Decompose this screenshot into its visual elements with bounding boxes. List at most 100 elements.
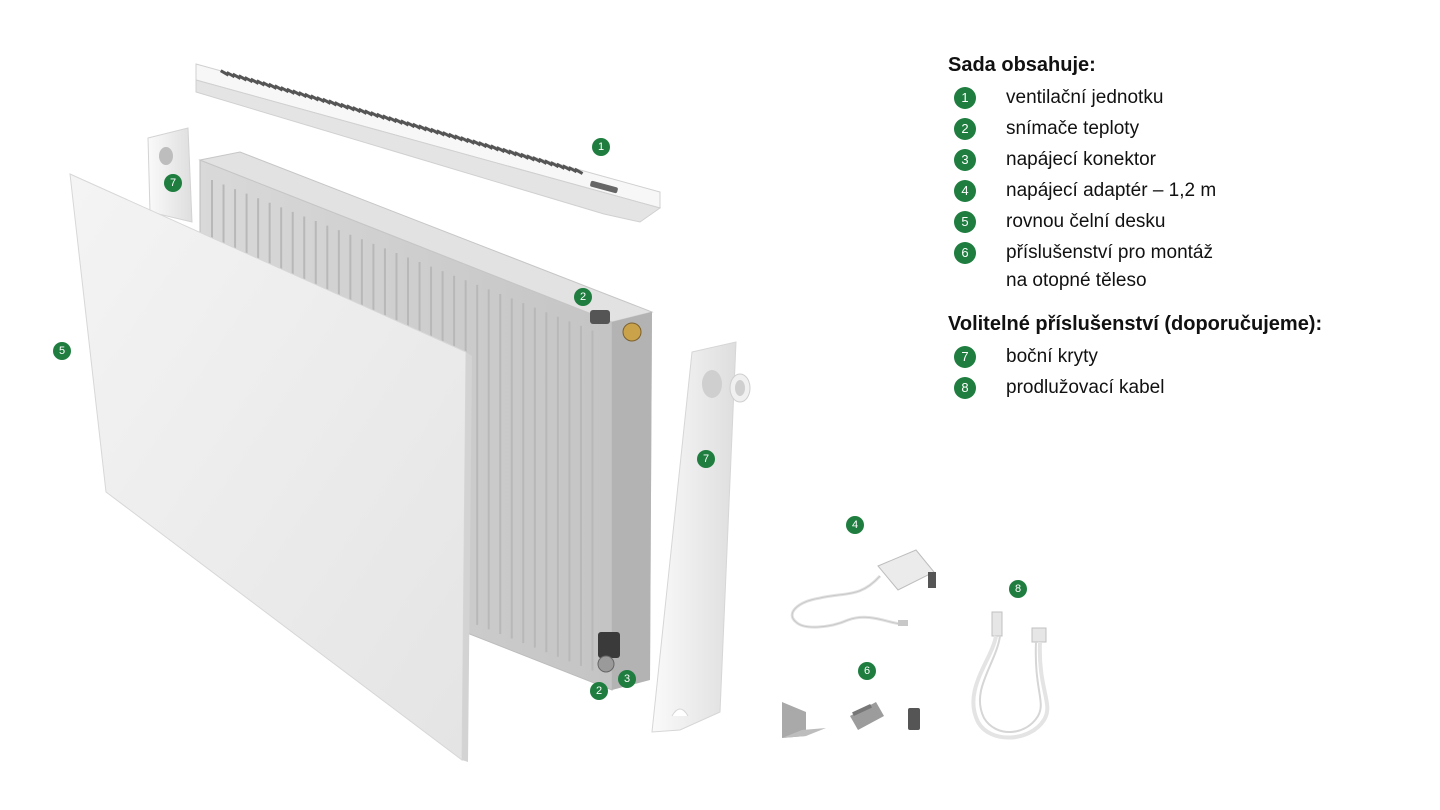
vent-slot [358, 107, 368, 115]
side-cover-right [651, 341, 751, 733]
legend-title: Sada obsahuje: [948, 54, 1096, 76]
vent-slot [219, 69, 230, 77]
vent-slot [376, 112, 386, 120]
optional-list: 7 boční kryty 8 prodlužovací kabel [948, 343, 1418, 402]
vent-slot [508, 149, 518, 157]
legend-item-number: 2 [954, 118, 976, 140]
vent-slot [370, 111, 380, 119]
vent-slot [268, 82, 278, 90]
vent-slot [280, 86, 290, 94]
vent-slot [424, 126, 434, 134]
legend-item-label: ventilační jednotku [1006, 87, 1164, 108]
vent-slot [400, 119, 410, 127]
vent-slot [556, 162, 566, 170]
vent-slot [478, 141, 488, 149]
legend-panel: Sada obsahuje: 1 ventilační jednotku 2 s… [948, 52, 1418, 405]
legend-item-number: 6 [954, 242, 976, 264]
vent-slot [304, 92, 314, 100]
vent-slot [544, 159, 554, 167]
vent-slot [328, 99, 338, 107]
vent-slot [340, 102, 350, 110]
vent-slot [454, 134, 464, 142]
vent-slot [502, 147, 512, 155]
legend-item: 4 napájecí adaptér – 1,2 m [948, 177, 1418, 205]
legend-item: 3 napájecí konektor [948, 146, 1418, 174]
vent-slot [568, 166, 578, 174]
badge-adapter: 4 [846, 516, 864, 534]
vent-slot [484, 142, 494, 150]
badge-connector: 3 [618, 670, 636, 688]
vent-slot [238, 74, 248, 82]
vent-slot [496, 146, 506, 154]
vent-slot [352, 106, 362, 114]
vent-slot [520, 152, 530, 160]
vent-slot [226, 71, 236, 79]
optional-item-label: boční kryty [1006, 346, 1098, 367]
legend-item-label: napájecí konektor [1006, 149, 1156, 170]
badge-sensor-top: 2 [574, 288, 592, 306]
vent-slot [436, 129, 446, 137]
vent-slot [346, 104, 356, 112]
optional-item-number: 7 [954, 346, 976, 368]
legend-list: 1 ventilační jednotku 2 snímače teploty … [948, 84, 1418, 295]
vent-slot [448, 132, 458, 140]
legend-item-label: rovnou čelní desku [1006, 211, 1166, 232]
vent-slot [562, 164, 572, 172]
vent-slot [243, 76, 254, 84]
vent-slot [322, 97, 332, 105]
legend-item-label: snímače teploty [1006, 118, 1140, 139]
legend-item: 5 rovnou čelní desku [948, 208, 1418, 236]
legend-item: 6 příslušenství pro montáž na otopné těl… [948, 239, 1418, 295]
power-adapter-icon [790, 549, 936, 629]
vent-slot [514, 151, 524, 159]
vent-slot [382, 114, 392, 122]
legend-item: 1 ventilační jednotku [948, 84, 1418, 112]
ventilation-unit [195, 63, 662, 223]
optional-item: 7 boční kryty [948, 343, 1418, 371]
vent-slot [364, 109, 374, 117]
vent-slot [526, 154, 536, 162]
vent-slot [430, 127, 440, 135]
legend-item-label-continued: na otopné těleso [1006, 270, 1147, 291]
badge-ventilation-unit: 1 [592, 138, 610, 156]
optional-item: 8 prodlužovací kabel [948, 374, 1418, 402]
vent-slot [394, 117, 404, 125]
vent-slot [406, 121, 416, 129]
badge-extension-cable: 8 [1009, 580, 1027, 598]
vent-slot [574, 167, 584, 175]
vent-slot [550, 161, 560, 169]
badge-mounting-kit: 6 [858, 662, 876, 680]
vent-slot [232, 72, 242, 80]
vent-slot [388, 116, 398, 124]
vent-slot [442, 131, 452, 139]
vent-slot [412, 122, 422, 130]
mounting-kit-icon [782, 702, 920, 738]
legend-item-number: 4 [954, 180, 976, 202]
optional-item-number: 8 [954, 377, 976, 399]
badge-front-panel: 5 [53, 342, 71, 360]
vent-slot [310, 94, 320, 102]
badge-sensor-bottom: 2 [590, 682, 608, 700]
badge-side-cover-right: 7 [697, 450, 715, 468]
optional-item-label: prodlužovací kabel [1006, 377, 1165, 398]
legend-item-number: 3 [954, 149, 976, 171]
legend-item-number: 1 [954, 87, 976, 109]
legend-item: 2 snímače teploty [948, 115, 1418, 143]
extension-cable-icon [971, 611, 1050, 740]
vent-slot [286, 87, 296, 95]
legend-item-number: 5 [954, 211, 976, 233]
vent-slot [250, 77, 260, 85]
vent-slot [532, 156, 542, 164]
badge-side-cover-left: 7 [164, 174, 182, 192]
legend-item-label: napájecí adaptér – 1,2 m [1006, 180, 1217, 201]
vent-slot [274, 84, 284, 92]
optional-title: Volitelné příslušenství (doporučujeme): [948, 313, 1323, 335]
vent-slot [334, 101, 344, 109]
vent-slot [418, 124, 428, 132]
vent-slot [292, 89, 302, 97]
vent-slot [316, 96, 326, 104]
vent-slot [490, 144, 500, 152]
vent-slot [298, 91, 308, 99]
legend-item-label: příslušenství pro montáž [1006, 242, 1213, 263]
